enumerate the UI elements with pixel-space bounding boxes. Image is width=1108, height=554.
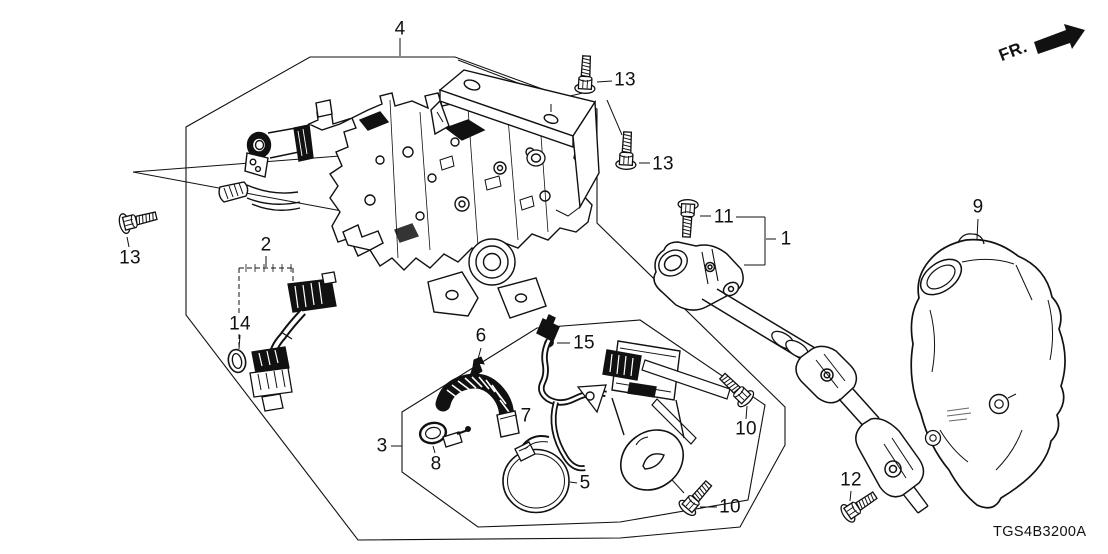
part-label-10[interactable]: 10 — [735, 418, 757, 440]
column-bracket-art — [430, 69, 600, 217]
part-label-7[interactable]: 7 — [520, 405, 532, 427]
part-label-2[interactable]: 2 — [260, 234, 272, 256]
bolt-10-lower-icon — [676, 476, 717, 519]
part-label-14[interactable]: 14 — [229, 313, 251, 335]
part-label-6[interactable]: 6 — [475, 325, 487, 347]
leader-lines — [126, 38, 979, 508]
part-label-10[interactable]: 10 — [719, 496, 741, 518]
part-label-13[interactable]: 13 — [614, 69, 636, 91]
part-label-13[interactable]: 13 — [652, 153, 674, 175]
part-label-12[interactable]: 12 — [840, 469, 862, 491]
wire-harness-art — [227, 271, 337, 412]
part-label-13[interactable]: 13 — [119, 247, 141, 269]
part-label-1[interactable]: 1 — [780, 228, 792, 250]
part-label-3[interactable]: 3 — [376, 435, 388, 457]
clamp-8-art — [418, 421, 471, 448]
bolt-13-left-icon — [116, 205, 160, 236]
part-label-8[interactable]: 8 — [430, 453, 442, 475]
part-2-dashed-box — [238, 264, 294, 349]
part-label-15[interactable]: 15 — [573, 332, 595, 354]
diagram-part-code: TGS4B3200A — [993, 524, 1087, 540]
part-label-9[interactable]: 9 — [972, 196, 984, 218]
intermediate-shaft-art — [653, 241, 929, 514]
part-label-5[interactable]: 5 — [579, 472, 591, 494]
bolt-11-icon — [675, 198, 700, 239]
steering-column-assembly-art — [218, 92, 593, 319]
motor-assembly-art — [536, 314, 731, 491]
fr-arrow-icon — [1034, 24, 1085, 54]
corrugated-tube-art — [435, 373, 520, 438]
part-label-4[interactable]: 4 — [394, 18, 406, 40]
bolt-13-top-icon — [573, 54, 598, 95]
bolt-12-icon — [837, 486, 882, 526]
part-label-11[interactable]: 11 — [713, 206, 735, 228]
bolt-13-mid-icon — [614, 130, 639, 171]
grommet-14-art — [227, 348, 247, 374]
column-cover-art — [910, 233, 1066, 509]
group-3-outline — [401, 319, 766, 528]
band-clamp-5-art — [502, 435, 570, 514]
